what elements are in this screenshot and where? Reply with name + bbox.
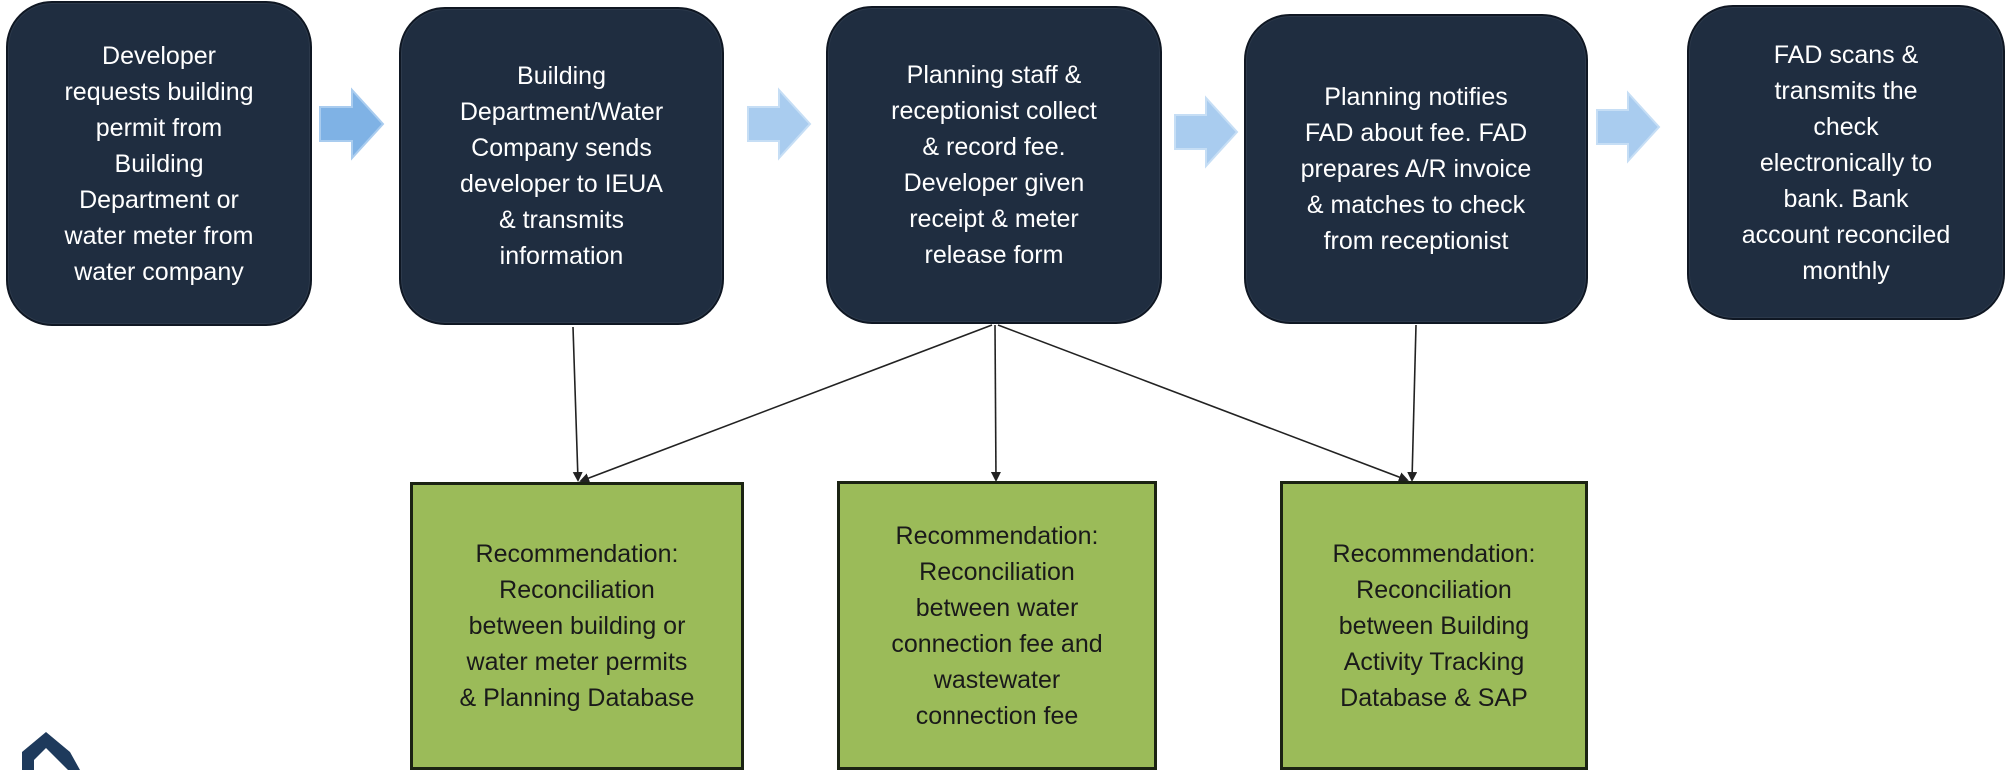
- recommendation-2-text: Recommendation: Reconciliation between w…: [891, 521, 1103, 730]
- recommendation-1-text: Recommendation: Reconciliation between b…: [459, 540, 695, 712]
- process-step-5-text: FAD scans & transmits the check electron…: [1741, 40, 1951, 285]
- recommendation-3: Recommendation: Reconciliation between B…: [1280, 481, 1588, 770]
- recommendation-2: Recommendation: Reconciliation between w…: [837, 481, 1157, 770]
- connector-step3-to-rec1: [579, 324, 993, 483]
- process-step-2: Building Department/Water Company sends …: [399, 7, 724, 325]
- connector-step2-to-rec1: [572, 326, 583, 482]
- recommendation-1: Recommendation: Reconciliation between b…: [410, 482, 744, 770]
- flow-arrow-icon-2: [747, 87, 812, 161]
- recommendation-3-text: Recommendation: Reconciliation between B…: [1332, 539, 1536, 712]
- process-step-3: Planning staff & receptionist collect & …: [826, 6, 1162, 324]
- process-step-2-text: Building Department/Water Company sends …: [459, 62, 664, 270]
- connector-step3-to-rec2: [990, 324, 1001, 482]
- flow-arrow-icon-1: [319, 87, 385, 161]
- connector-step4-to-rec3: [1407, 324, 1418, 482]
- process-step-3-text: Planning staff & receptionist collect & …: [891, 61, 1097, 269]
- flow-arrow-icon-4: [1596, 90, 1661, 164]
- flow-arrow-icon-3: [1174, 95, 1239, 169]
- process-step-4: Planning notifies FAD about fee. FAD pre…: [1244, 14, 1588, 324]
- connector-step3-to-rec3: [997, 324, 1409, 482]
- process-step-4-text: Planning notifies FAD about fee. FAD pre…: [1300, 83, 1532, 255]
- process-step-1-text: Developer requests building permit from …: [64, 41, 254, 286]
- process-step-5: FAD scans & transmits the check electron…: [1687, 5, 2005, 320]
- partial-logo-icon: [22, 732, 80, 770]
- process-step-1: Developer requests building permit from …: [6, 1, 312, 326]
